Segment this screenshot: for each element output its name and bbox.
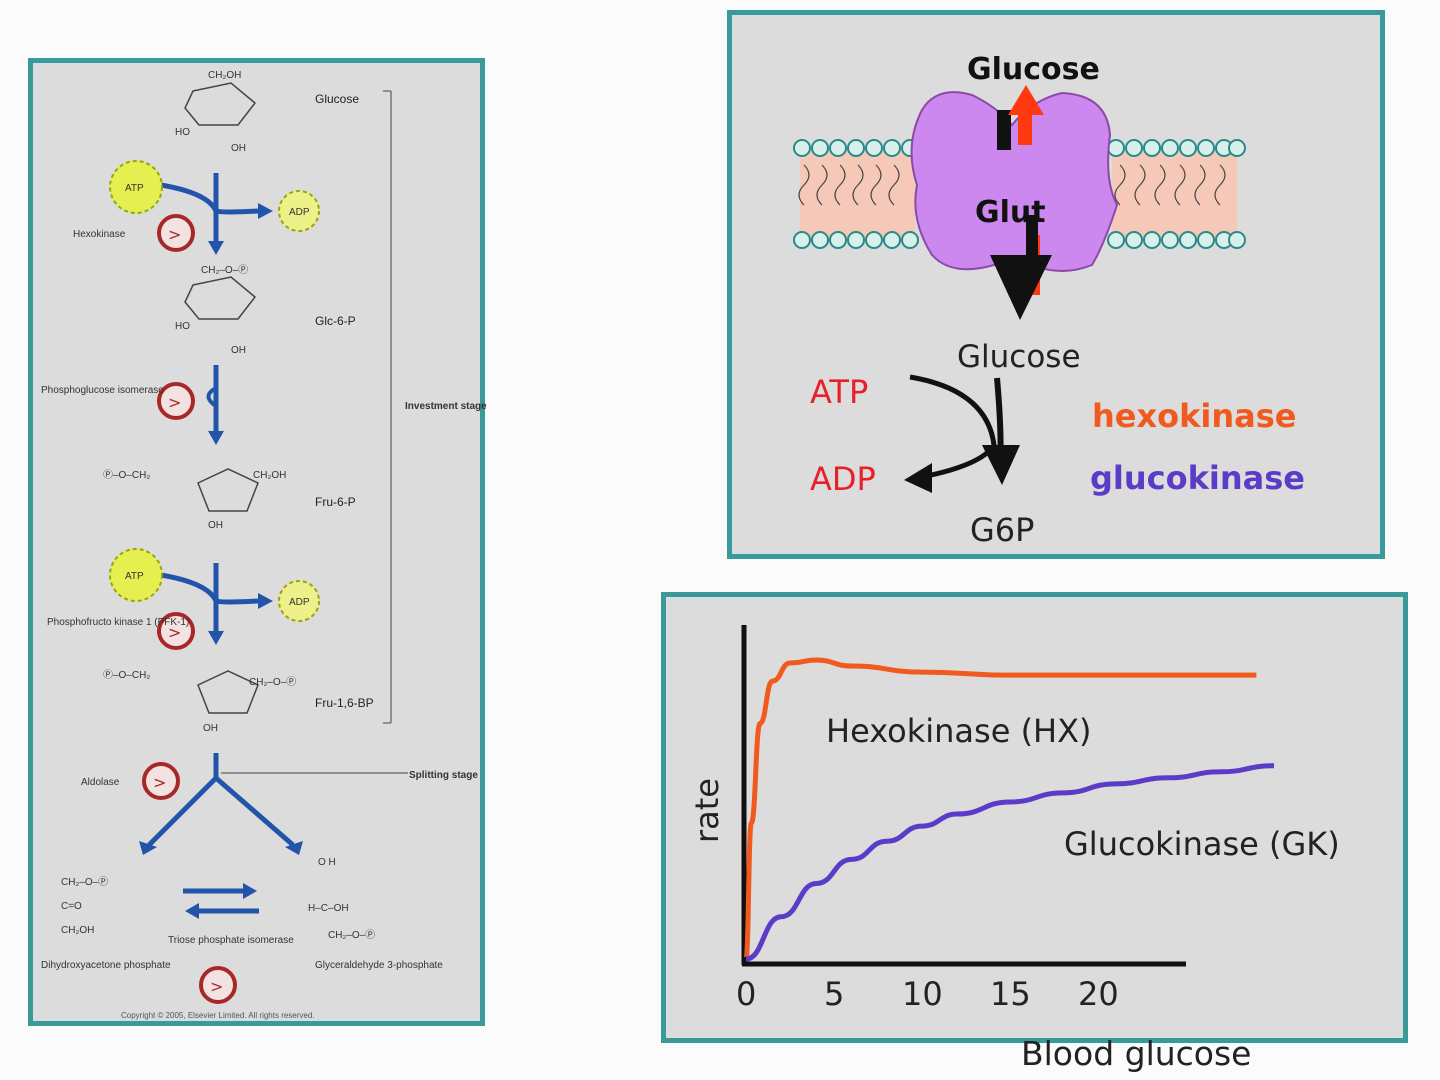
svg-text:OH: OH: [208, 520, 223, 531]
svg-text:ADP: ADP: [289, 207, 310, 218]
adp-star-icon: ADP: [278, 190, 320, 232]
membrane-right: [1107, 139, 1246, 249]
glucose-label: Glucose: [315, 92, 359, 106]
enzyme-marker-icon: >: [199, 966, 237, 1004]
adp-star-icon: ADP: [278, 580, 320, 622]
f16bp-label: Fru-1,6-BP: [315, 696, 374, 710]
tpi-label: Triose phosphate isomerase: [168, 935, 294, 946]
atp-star-icon: ATP: [109, 548, 163, 602]
svg-text:CH₂OH: CH₂OH: [61, 925, 94, 936]
svg-text:HO: HO: [175, 127, 190, 138]
g6p-product-label: G6P: [970, 511, 1034, 549]
g6p-label: Glc-6-P: [315, 314, 356, 328]
svg-text:CH₂OH: CH₂OH: [253, 470, 286, 481]
glucokinase-enzyme-label: glucokinase: [1090, 459, 1305, 497]
f16bp-structure: [197, 670, 259, 714]
svg-text:ADP: ADP: [289, 597, 310, 608]
glucokinase-series-label: Glucokinase (GK): [1064, 825, 1340, 863]
svg-text:CH₂–O–Ⓟ: CH₂–O–Ⓟ: [201, 264, 248, 276]
glucokinase-curve: [745, 763, 1275, 962]
svg-text:HO: HO: [175, 321, 190, 332]
svg-text:CH₂–O–Ⓟ: CH₂–O–Ⓟ: [61, 876, 108, 888]
hexokinase-enzyme-label: hexokinase: [1092, 397, 1296, 435]
svg-text:CH₂OH: CH₂OH: [208, 70, 241, 81]
svg-text:>: >: [168, 623, 181, 642]
x-tick-label: 0: [736, 975, 756, 1013]
x-axis-label: Blood glucose: [1021, 1034, 1251, 1073]
pgi-label: Phosphoglucose isomerase: [41, 385, 164, 396]
svg-text:OH: OH: [231, 345, 246, 356]
hexokinase-series-label: Hexokinase (HX): [826, 712, 1092, 750]
glycolysis-diagram: Investment stage Splitting stage CH₂OH H…: [41, 70, 487, 1020]
enzyme-marker-icon: >: [157, 382, 195, 420]
svg-text:>: >: [153, 773, 166, 792]
enzyme-marker-icon: >: [157, 214, 195, 252]
svg-text:>: >: [168, 393, 181, 412]
enzyme-marker-icon: >: [157, 612, 195, 650]
hexokinase-curve: [743, 657, 1257, 962]
f6p-label: Fru-6-P: [315, 495, 356, 509]
kinetics-chart-panel: 0 5 10 15 20 Hexokinase (HX) Glucokinase (GK…: [661, 592, 1408, 1073]
svg-text:ATP: ATP: [125, 571, 144, 582]
adp-label: ADP: [810, 460, 876, 498]
x-tick-label: 20: [1078, 975, 1119, 1013]
atp-label: ATP: [810, 373, 868, 411]
dhap-label: Dihydroxyacetone phosphate: [41, 960, 171, 971]
enzyme-marker-icon: >: [142, 762, 180, 800]
svg-text:CH₂–O–Ⓟ: CH₂–O–Ⓟ: [249, 676, 296, 688]
f6p-structure: [197, 468, 259, 512]
glucose-outside-label: Glucose: [967, 52, 1100, 87]
svg-text:ATP: ATP: [125, 183, 144, 194]
svg-text:OH: OH: [231, 143, 246, 154]
svg-text:O H: O H: [318, 857, 336, 868]
glut-transporter-icon: [910, 91, 1119, 272]
glucose-inside-label: Glucose: [957, 339, 1081, 375]
copyright-text: Copyright © 2005, Elsevier Limited. All …: [121, 1011, 315, 1020]
glucose-transport-panel: Glucose Glut Glucose ATP ADP G6P hexokin…: [727, 10, 1385, 559]
g6p-structure: [184, 276, 257, 320]
glucose-structure: [184, 82, 257, 126]
y-axis-label: rate: [688, 778, 726, 843]
x-tick-label: 15: [990, 975, 1031, 1013]
svg-text:Ⓟ–O–CH₂: Ⓟ–O–CH₂: [103, 469, 150, 481]
kinetics-chart: 0 5 10 15 20 Hexokinase (HX) Glucokinase (GK…: [688, 625, 1340, 1073]
transport-diagram: Glucose Glut Glucose ATP ADP G6P hexokin…: [793, 52, 1305, 549]
svg-text:H–C–OH: H–C–OH: [308, 903, 349, 914]
aldolase-label: Aldolase: [81, 777, 120, 788]
svg-text:>: >: [210, 977, 223, 996]
x-tick-label: 5: [824, 975, 844, 1013]
atp-star-icon: ATP: [109, 160, 163, 214]
pfk-label: Phosphofructo kinase 1 (PFK-1): [47, 617, 189, 628]
svg-text:C=O: C=O: [61, 901, 82, 912]
x-tick-label: 10: [902, 975, 943, 1013]
svg-text:>: >: [168, 225, 181, 244]
splitting-stage-label: Splitting stage: [409, 770, 478, 781]
glut-label: Glut: [975, 195, 1046, 230]
investment-stage-label: Investment stage: [405, 401, 487, 412]
svg-text:OH: OH: [203, 723, 218, 734]
svg-text:Ⓟ–O–CH₂: Ⓟ–O–CH₂: [103, 669, 150, 681]
membrane-left: [793, 139, 919, 249]
svg-text:CH₂–O–Ⓟ: CH₂–O–Ⓟ: [328, 929, 375, 941]
glycolysis-pathway-panel: Investment stage Splitting stage CH₂OH H…: [28, 58, 487, 1026]
hexokinase-label: Hexokinase: [73, 229, 126, 240]
gap-label: Glyceraldehyde 3-phosphate: [315, 960, 443, 971]
